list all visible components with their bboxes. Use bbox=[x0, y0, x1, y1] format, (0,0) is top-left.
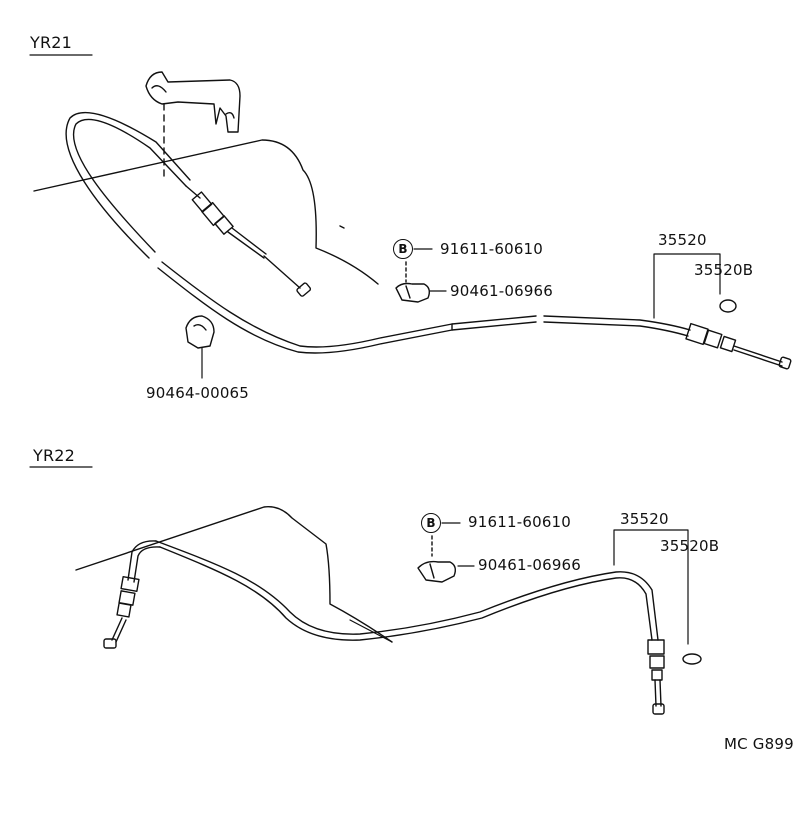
yr22-bolt-marker: B bbox=[421, 513, 441, 533]
yr22-cable-left-end bbox=[104, 541, 160, 648]
yr21-o-ring-icon bbox=[720, 300, 736, 312]
yr22-bolt-part-number: 91611-60610 bbox=[468, 513, 572, 531]
yr22-ring-part-number: 35520B bbox=[660, 537, 720, 555]
yr21-cable-right-end bbox=[686, 324, 791, 370]
yr21-clip-icon bbox=[396, 262, 446, 302]
yr22-cable-part-number: 35520 bbox=[620, 510, 669, 528]
yr21-clamp-icon bbox=[186, 316, 214, 378]
yr22-main-cable bbox=[156, 541, 658, 640]
yr21-cable-part-number: 35520 bbox=[658, 231, 707, 249]
yr21-cable-loop-outer bbox=[74, 119, 186, 252]
yr21-bolt-part-number: 91611-60610 bbox=[440, 240, 544, 258]
section-title-yr21: YR21 bbox=[30, 33, 73, 52]
yr21-clamp-part-number: 90464-00065 bbox=[146, 384, 250, 402]
yr21-cable-end-fitting bbox=[186, 186, 311, 297]
yr21-floor-outline bbox=[34, 140, 378, 284]
diagram-code: MC G899 bbox=[724, 735, 794, 753]
section-title-yr22: YR22 bbox=[33, 446, 76, 465]
yr22-cable-right-end bbox=[648, 640, 664, 714]
yr21-mount-bracket bbox=[146, 72, 240, 178]
yr22-floor-outline bbox=[76, 507, 392, 642]
yr21-bolt-marker: B bbox=[393, 239, 413, 259]
yr21-ring-part-number: 35520B bbox=[694, 261, 754, 279]
yr22-assembly bbox=[30, 467, 701, 714]
yr22-o-ring-icon bbox=[683, 654, 701, 664]
yr21-clip-part-number: 90461-06966 bbox=[450, 282, 554, 300]
yr21-assembly bbox=[30, 55, 791, 378]
yr21-main-cable bbox=[162, 262, 536, 347]
yr22-clip-icon bbox=[418, 536, 474, 582]
yr22-clip-part-number: 90461-06966 bbox=[478, 556, 582, 574]
